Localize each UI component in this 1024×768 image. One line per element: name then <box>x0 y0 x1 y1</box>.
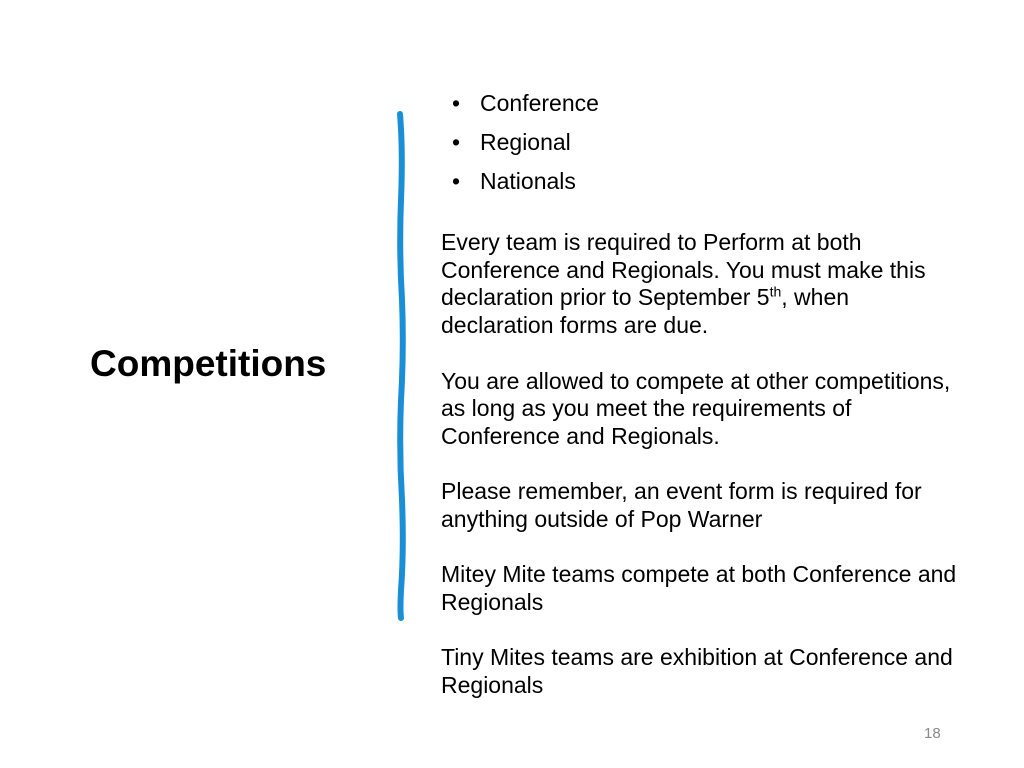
bullet-text: Conference <box>480 90 599 116</box>
bracket-line <box>397 111 406 621</box>
bullet-dot: • <box>452 90 461 116</box>
paragraph-text: Every team is required to Perform at bot… <box>441 229 926 311</box>
paragraph-mitey-mite: Mitey Mite teams compete at both Confere… <box>441 561 957 616</box>
page-number: 18 <box>924 725 941 742</box>
bullet-text: Regional <box>480 129 571 155</box>
slide-title: Competitions <box>90 343 327 384</box>
bullet-dot: • <box>452 168 461 194</box>
bullet-dot: • <box>452 129 461 155</box>
paragraph-text: , when declaration forms are due. <box>441 284 850 339</box>
bullet-item: • Nationals <box>452 162 599 201</box>
paragraph-other-competitions: You are allowed to compete at other comp… <box>441 367 951 449</box>
paragraph-perform-requirement: Every team is required to Perform at bot… <box>441 229 961 340</box>
bullet-item: • Conference <box>452 84 599 123</box>
bracket-divider <box>397 111 406 621</box>
paragraph-tiny-mites: Tiny Mites teams are exhibition at Confe… <box>441 644 953 699</box>
body-text: Every team is required to Perform at bot… <box>441 229 961 728</box>
paragraph-event-form: Please remember, an event form is requir… <box>441 478 922 532</box>
ordinal-suffix: th <box>769 283 782 300</box>
bullet-list: • Conference • Regional • Nationals <box>452 84 599 201</box>
bullet-text: Nationals <box>480 168 576 194</box>
bullet-item: • Regional <box>452 123 599 162</box>
